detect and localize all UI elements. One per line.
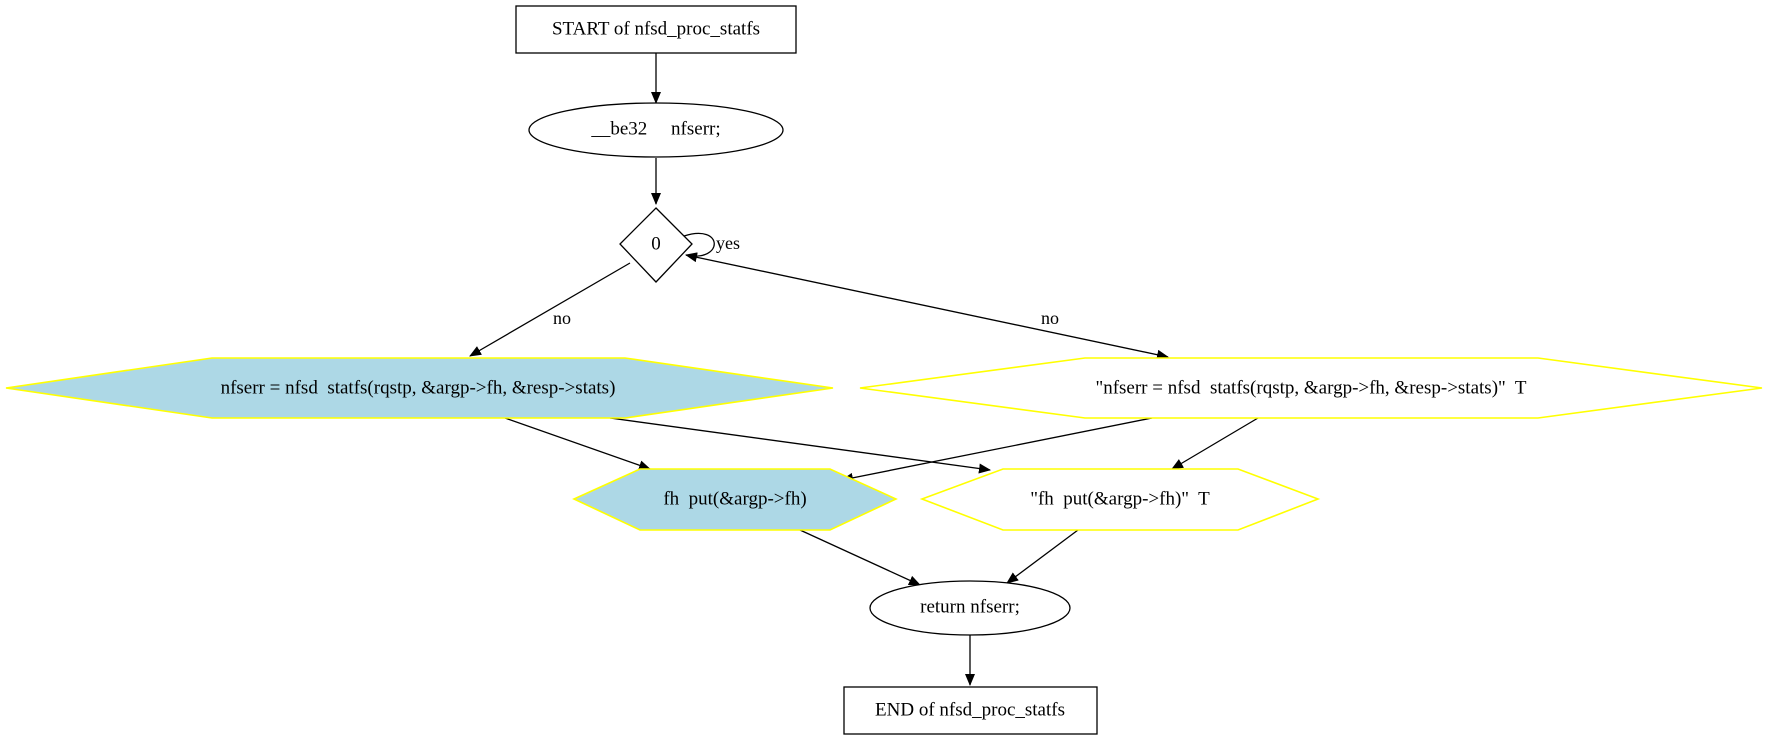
edge-cond-to-statfs-str bbox=[685, 254, 1169, 360]
edge-fhput-str-to-ret bbox=[1006, 529, 1079, 584]
edge-statfs-str-to-fhput-call bbox=[841, 417, 1153, 483]
node-ret-label: return nfserr; bbox=[920, 596, 1020, 617]
edge-label-no-right: no bbox=[1041, 308, 1059, 328]
node-end-label: END of nfsd_proc_statfs bbox=[875, 699, 1065, 720]
edges bbox=[469, 53, 1259, 686]
node-statfs-call: nfserr = nfsd statfs(rqstp, &argp->fh, &… bbox=[5, 357, 834, 419]
edge-label-no-left: no bbox=[553, 308, 571, 328]
node-fhput-call: fh put(&argp->fh) bbox=[572, 468, 898, 531]
node-cond-label: 0 bbox=[651, 233, 661, 254]
node-decl: __be32 nfserr; bbox=[528, 102, 784, 158]
edge-statfs-call-to-fhput-str bbox=[609, 417, 991, 474]
edge-cond-self-loop-yes bbox=[683, 232, 715, 263]
node-fhput-str-label: "fh put(&argp->fh)" T bbox=[1030, 488, 1210, 509]
node-fhput-str: "fh put(&argp->fh)" T bbox=[919, 468, 1321, 531]
node-fhput-call-label: fh put(&argp->fh) bbox=[663, 488, 806, 509]
edge-cond-to-statfs-call bbox=[469, 262, 631, 357]
edge-label-yes: yes bbox=[716, 233, 740, 253]
node-ret: return nfserr; bbox=[869, 580, 1071, 636]
node-cond: 0 bbox=[619, 207, 693, 283]
node-statfs-call-label: nfserr = nfsd statfs(rqstp, &argp->fh, &… bbox=[221, 377, 616, 398]
edge-statfs-str-to-fhput-str bbox=[1171, 417, 1259, 470]
edge-fhput-call-to-ret bbox=[799, 529, 921, 586]
node-decl-label: __be32 nfserr; bbox=[590, 118, 720, 139]
node-statfs-str-label: "nfserr = nfsd statfs(rqstp, &argp->fh, … bbox=[1095, 377, 1526, 398]
edge-statfs-call-to-fhput-call bbox=[504, 417, 651, 471]
node-start-label: START of nfsd_proc_statfs bbox=[552, 18, 760, 39]
node-start: START of nfsd_proc_statfs bbox=[515, 5, 797, 54]
node-statfs-str: "nfserr = nfsd statfs(rqstp, &argp->fh, … bbox=[859, 357, 1763, 419]
node-end: END of nfsd_proc_statfs bbox=[843, 686, 1098, 735]
